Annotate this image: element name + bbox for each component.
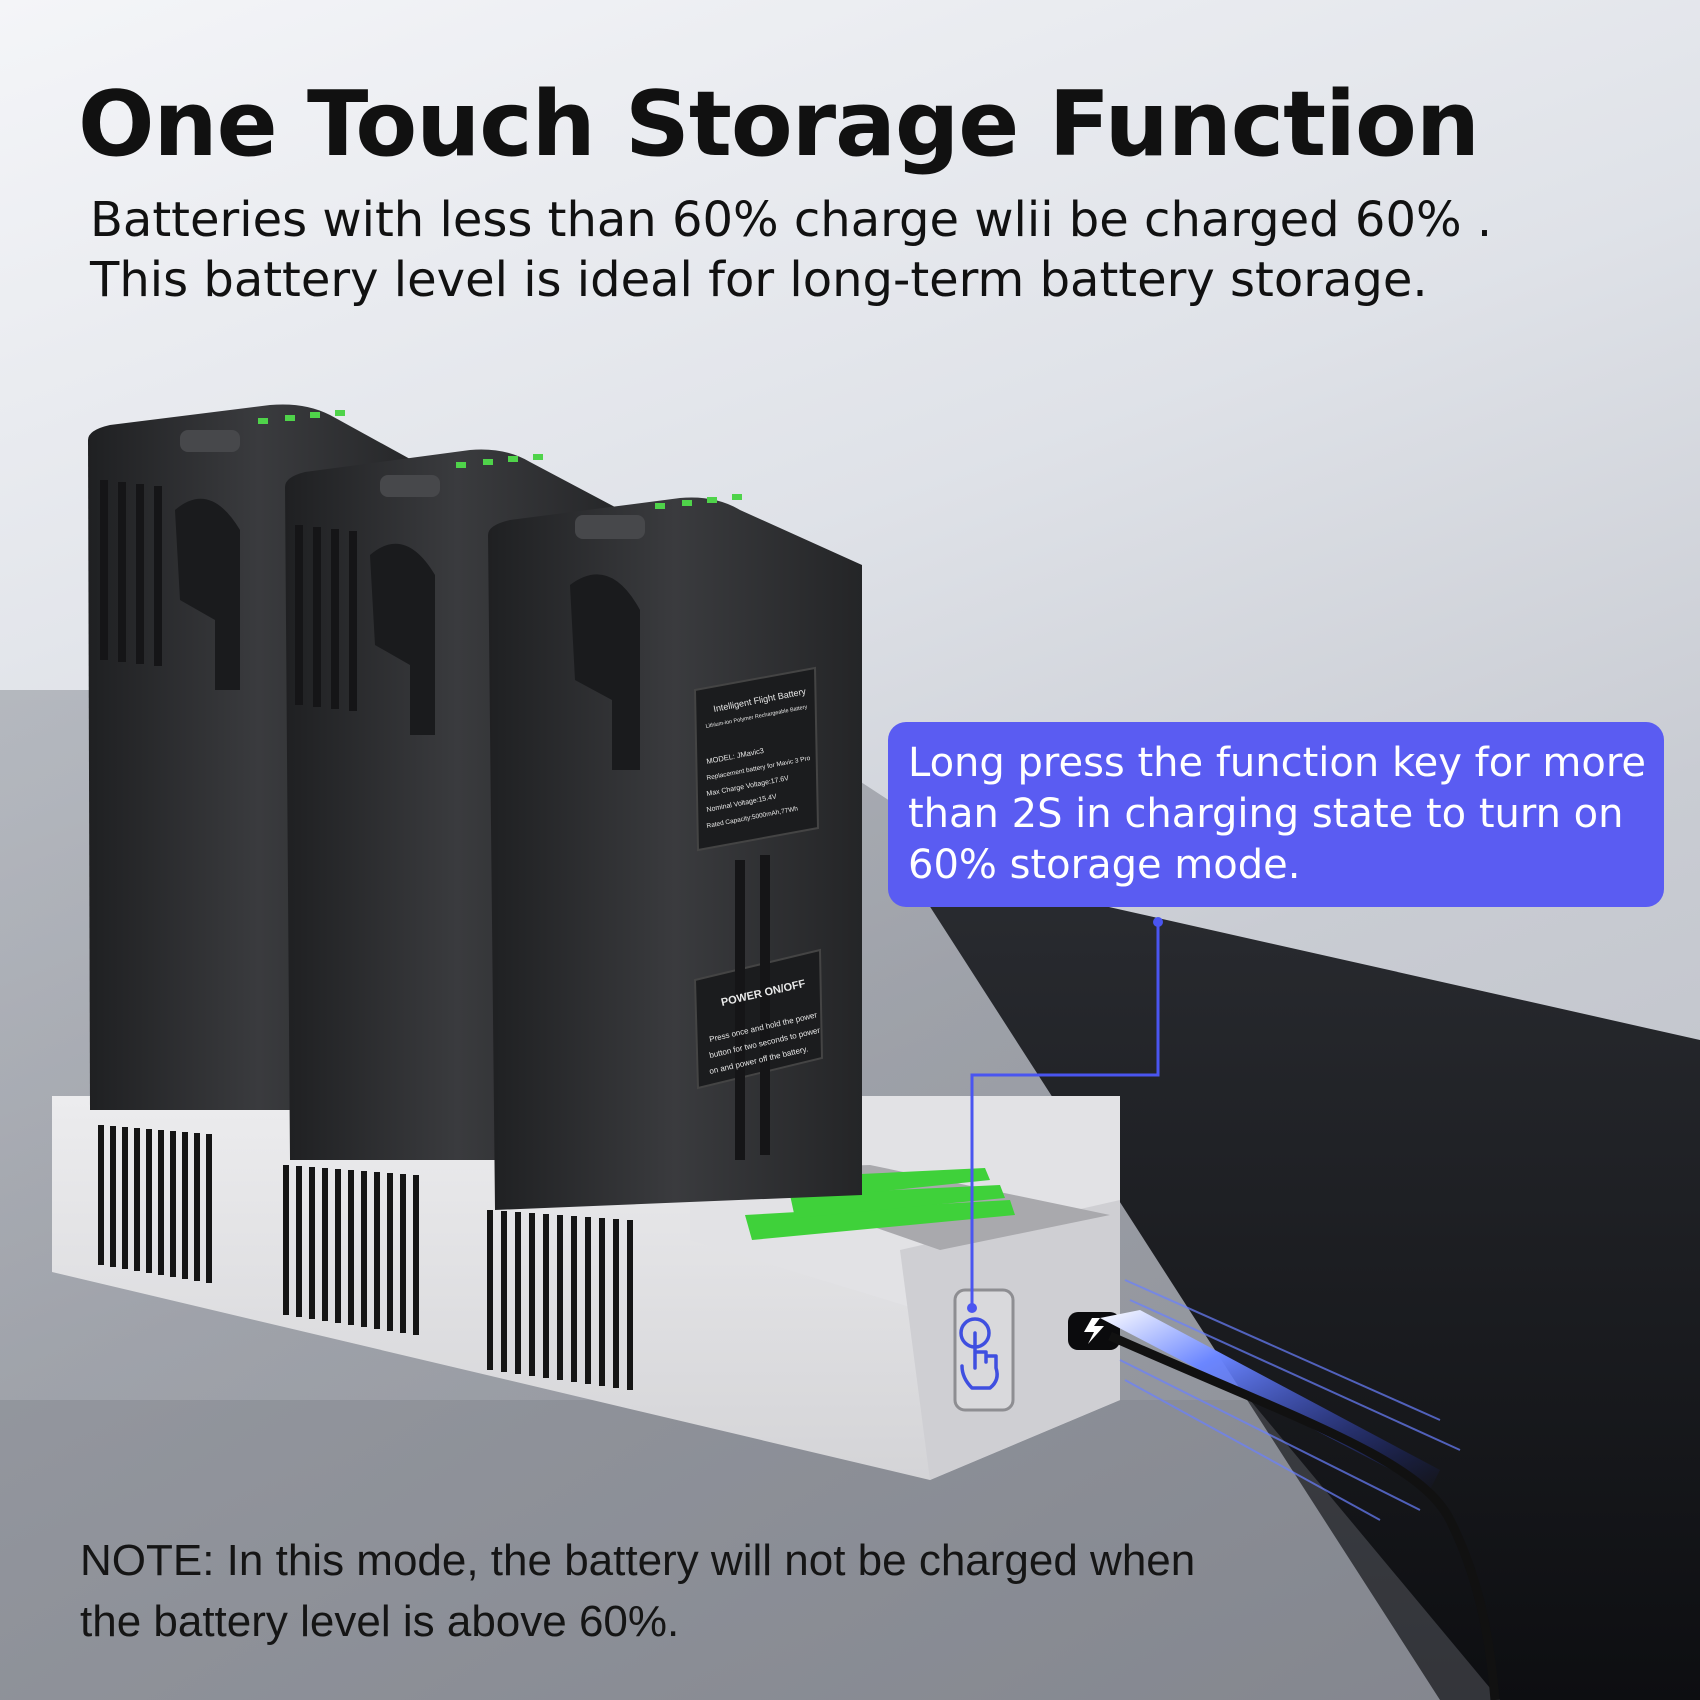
touch-hand-icon	[959, 1317, 999, 1390]
vent-grille-1	[98, 1125, 212, 1283]
lcd-bar-3	[840, 1168, 990, 1195]
headline: One Touch Storage Function	[78, 72, 1480, 177]
battery-3-spec-label	[693, 666, 820, 852]
table-top-dark	[0, 1400, 1500, 1700]
charging-cable	[1108, 1331, 1500, 1700]
battery-3-leds	[655, 494, 742, 509]
lcd-bar-1	[745, 1200, 1015, 1240]
subtitle-line-2: This battery level is ideal for long-ter…	[90, 252, 1428, 308]
battery-3-power-label	[693, 948, 824, 1090]
battery-1-leds	[258, 410, 345, 424]
vent-grille-2	[283, 1165, 419, 1335]
callout-leader-dot-bottom	[967, 1303, 977, 1313]
vent-grille-3	[487, 1210, 633, 1390]
storage-mode-callout: Long press the function key for more tha…	[888, 722, 1664, 907]
battery-3: Intelligent Flight Battery Lithium-ion P…	[488, 494, 862, 1210]
note-line-2: the battery level is above 60%.	[80, 1597, 680, 1646]
callout-leader	[970, 922, 1160, 1308]
table-edge	[900, 860, 1700, 1700]
usb-c-lightning-icon	[1084, 1318, 1104, 1344]
speed-lines	[1119, 1279, 1461, 1521]
function-key[interactable]	[953, 1288, 1015, 1412]
note-line-1: NOTE: In this mode, the battery will not…	[80, 1536, 1196, 1585]
callout-text: Long press the function key for more tha…	[908, 740, 1647, 888]
callout-leader-dot-top	[1153, 917, 1163, 927]
subtitle-line-1: Batteries with less than 60% charge wlii…	[90, 192, 1493, 248]
battery-2-leds	[456, 454, 543, 468]
